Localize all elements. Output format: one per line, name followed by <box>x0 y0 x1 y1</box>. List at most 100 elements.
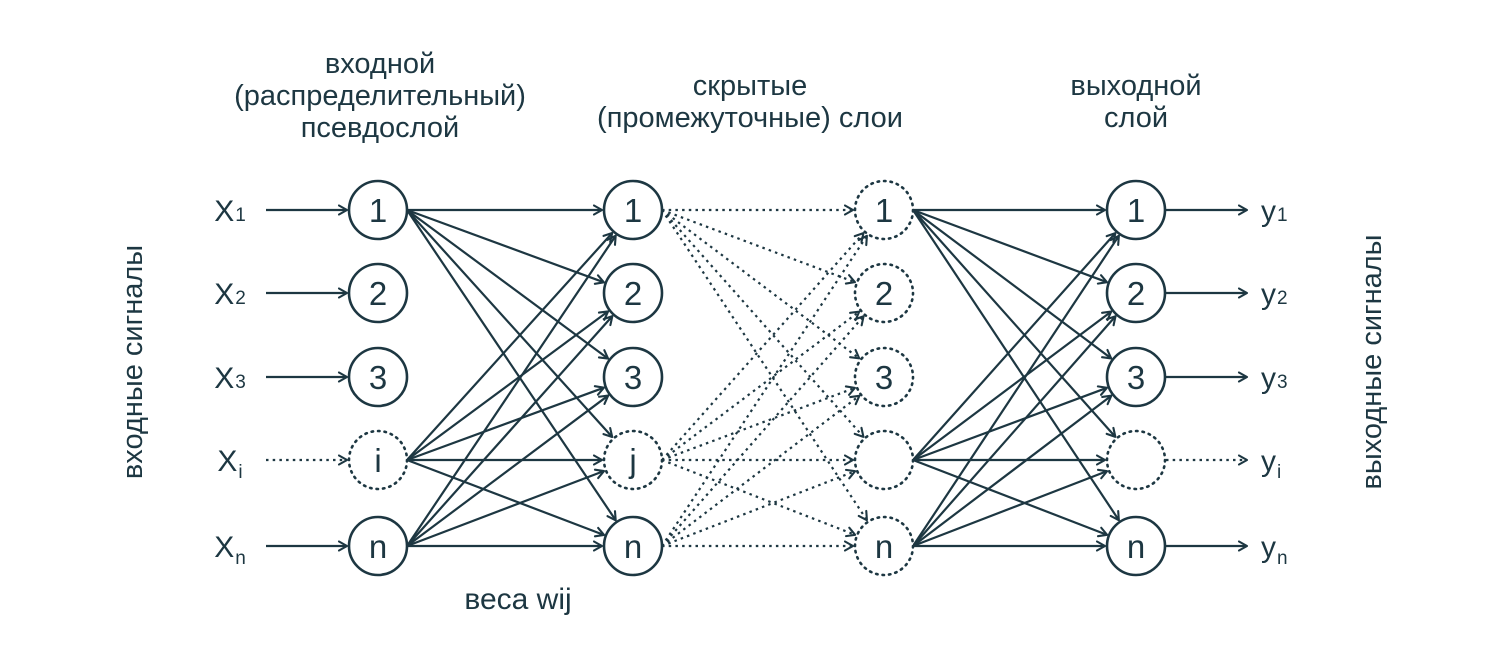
node-input-pseudolayer-n <box>347 515 409 577</box>
node-hidden-layer-1-j <box>602 429 664 491</box>
node-label: n <box>1127 528 1145 565</box>
output-label-n: yn <box>1261 531 1288 569</box>
edge <box>912 468 1109 548</box>
edge <box>406 458 606 538</box>
node-label: 2 <box>369 275 387 312</box>
node-input-pseudolayer-1 <box>347 179 409 241</box>
node-label: 2 <box>624 275 642 312</box>
edge <box>912 208 1108 285</box>
node-output-layer-n <box>1105 515 1167 577</box>
header-output-layer: выходной слой <box>1070 70 1202 134</box>
label-subscript: n <box>1277 548 1288 569</box>
node-output-layer-1 <box>1105 179 1167 241</box>
edge <box>912 232 1117 461</box>
edge <box>912 209 1120 522</box>
weights-label: веса wij <box>464 583 572 616</box>
edge <box>661 458 857 538</box>
label-subscript: 2 <box>235 288 246 309</box>
node-hidden-layer-2-3 <box>853 346 915 408</box>
label-base: y <box>1261 531 1276 564</box>
label-subscript: i <box>238 462 242 483</box>
edge <box>661 209 861 360</box>
edge <box>661 315 865 547</box>
edge <box>661 394 861 547</box>
node-label: 1 <box>1127 192 1145 229</box>
label-base: y <box>1261 362 1276 395</box>
node-label: n <box>875 528 893 565</box>
edge <box>406 310 610 461</box>
label-base: X <box>214 362 234 395</box>
label-base: y <box>1261 195 1276 228</box>
node-label: 2 <box>875 275 893 312</box>
edge <box>661 385 857 462</box>
label-subscript: n <box>235 548 246 569</box>
node-input-pseudolayer-2 <box>347 262 409 324</box>
label-subscript: 1 <box>1277 205 1288 226</box>
node-hidden-layer-2-n <box>853 515 915 577</box>
node-label: 2 <box>1127 275 1145 312</box>
edge <box>406 208 605 285</box>
node-output-layer-3 <box>1105 346 1167 408</box>
node-label: n <box>624 528 642 565</box>
output-label-1: y1 <box>1261 195 1288 228</box>
node-label: 3 <box>369 359 387 396</box>
edge <box>661 468 857 548</box>
edge <box>912 209 1117 438</box>
input-label-2: X2 <box>214 278 246 311</box>
edge <box>912 385 1108 462</box>
output-label-3: y3 <box>1261 362 1288 395</box>
edge <box>912 234 1120 547</box>
input-label-i: Xi <box>217 445 242 483</box>
label-base: y <box>1261 278 1276 311</box>
edge <box>406 209 614 439</box>
label-base: X <box>217 445 237 478</box>
label-base: X <box>214 278 234 311</box>
node-label: n <box>369 528 387 565</box>
label-base: X <box>214 531 234 564</box>
node-hidden-layer-1-1 <box>602 179 664 241</box>
label-subscript: 2 <box>1277 288 1288 309</box>
node-label: 3 <box>624 359 642 396</box>
label-base: X <box>214 195 234 228</box>
connections-hidden-layer-1-to-hidden-layer-2 <box>661 204 868 552</box>
layer-hidden-layer-2: 1 2 3 n <box>853 179 915 577</box>
label-subscript: 1 <box>235 205 246 226</box>
edge <box>406 209 617 522</box>
node-output-layer-blank <box>1105 429 1167 491</box>
output-label-i: yi <box>1261 445 1281 483</box>
edge <box>406 209 610 360</box>
edge <box>406 315 614 547</box>
label-base: y <box>1261 445 1276 478</box>
edge <box>661 310 861 461</box>
edge <box>661 232 865 461</box>
node-hidden-layer-2-2 <box>853 262 915 324</box>
edge <box>406 385 605 462</box>
edge <box>661 208 857 285</box>
label-subscript: 3 <box>1277 372 1288 393</box>
node-hidden-layer-1-n <box>602 515 664 577</box>
node-hidden-layer-2-blank <box>853 429 915 491</box>
node-label: j <box>628 442 636 479</box>
edge <box>406 468 606 548</box>
label-subscript: i <box>1277 462 1281 483</box>
node-hidden-layer-1-3 <box>602 346 664 408</box>
edge <box>661 209 865 438</box>
node-label: 3 <box>875 359 893 396</box>
node-label: 1 <box>875 192 893 229</box>
output-label-2: y2 <box>1261 278 1288 311</box>
edge <box>661 209 868 522</box>
edge <box>661 234 868 547</box>
edge <box>912 394 1113 547</box>
connections-input-pseudolayer-to-hidden-layer-1 <box>406 204 617 552</box>
node-output-layer-2 <box>1105 262 1167 324</box>
node-hidden-layer-1-2 <box>602 262 664 324</box>
header-hidden-layers: скрытые (промежуточные) слои <box>597 70 903 134</box>
edge <box>912 209 1113 360</box>
edge <box>406 394 610 547</box>
node-label: i <box>374 442 381 479</box>
